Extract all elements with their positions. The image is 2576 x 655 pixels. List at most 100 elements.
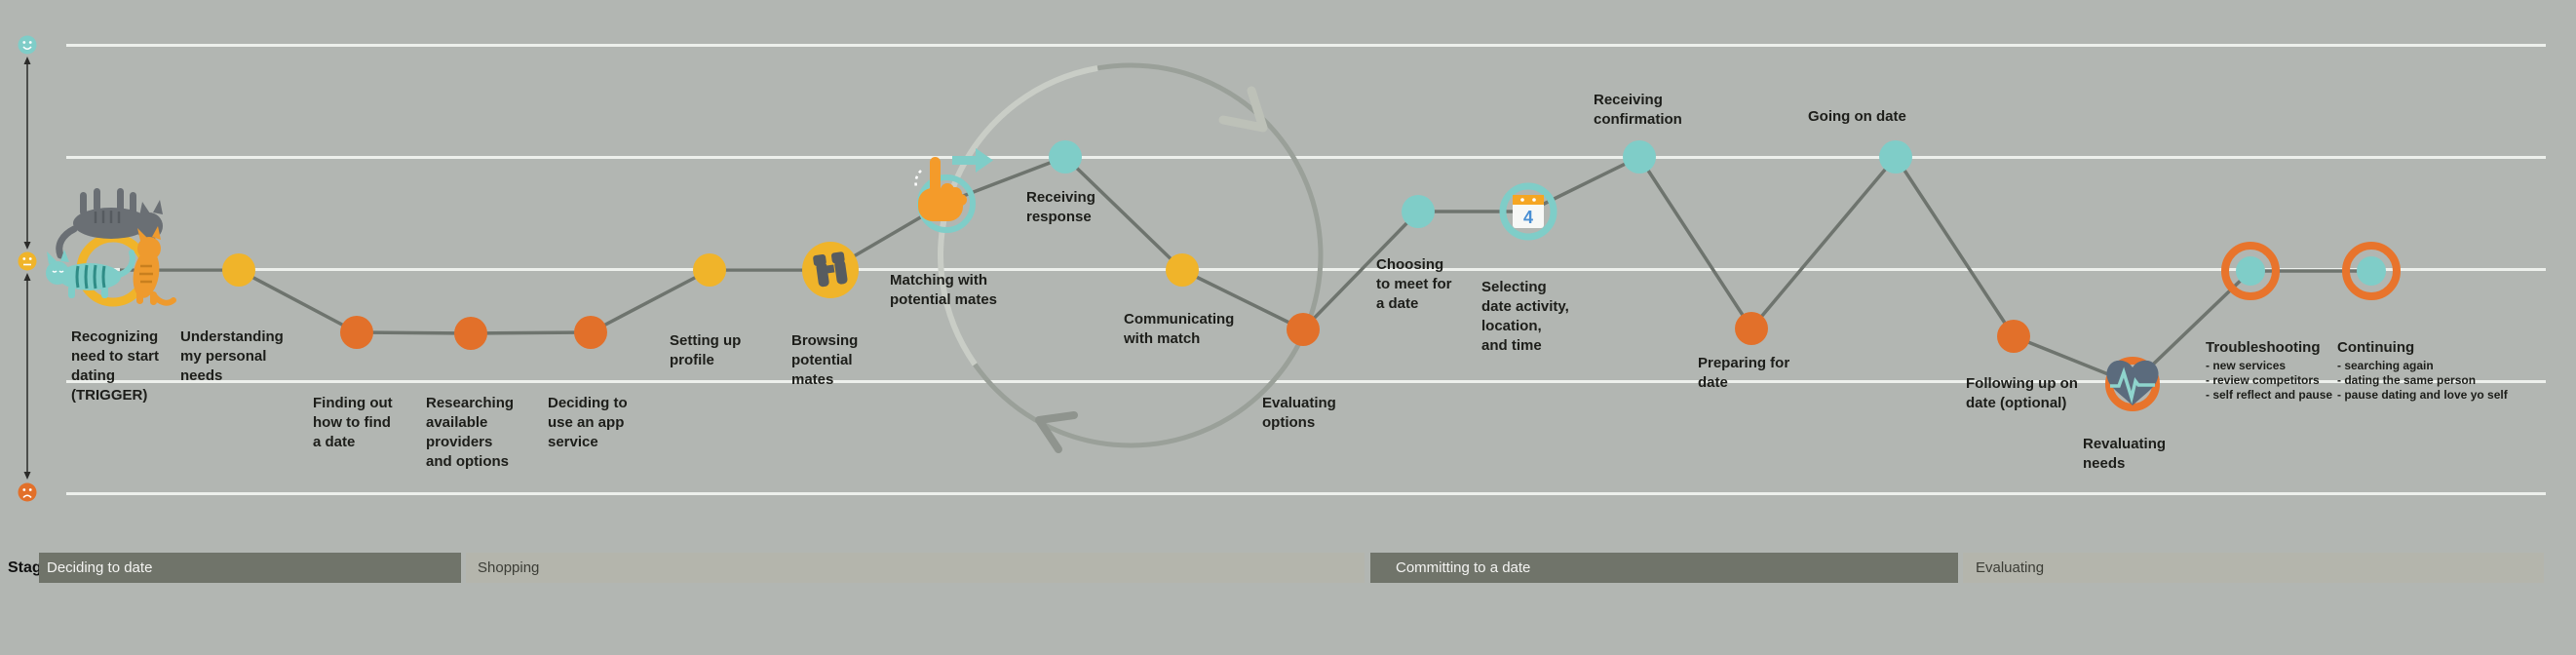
journey-node-going-on-date: [1879, 140, 1912, 173]
step-label-line: date activity,: [1481, 298, 1569, 315]
step-bullet-line: - new services: [2206, 359, 2287, 372]
step-label-line: Following up on: [1966, 375, 2078, 392]
step-label-line: needs: [180, 367, 223, 384]
calendar-day-number: 4: [1523, 208, 1533, 227]
gridline-0: [66, 43, 2546, 47]
step-label-line: Browsing: [791, 332, 859, 349]
step-label-matching: Matching with potential mates: [890, 271, 997, 310]
step-label-line: Going on date: [1808, 108, 1906, 125]
step-label-line: options: [1262, 414, 1316, 431]
step-label-line: how to find: [313, 414, 391, 431]
gridline-3: [66, 379, 2546, 383]
step-label-line: confirmation: [1594, 111, 1682, 128]
step-label-line: potential: [791, 352, 853, 368]
step-bullets-continuing: - searching again- dating the same perso…: [2337, 359, 2508, 403]
step-label-line: Preparing for: [1698, 355, 1790, 371]
journey-node-receiving-response: [1049, 140, 1082, 173]
journey-node-choosing: [1402, 195, 1435, 228]
step-label-line: Revaluating: [2083, 436, 2167, 452]
journey-node-understanding: [222, 253, 255, 287]
step-label-line: service: [548, 434, 598, 450]
step-label-evaluating-options: Evaluating options: [1262, 394, 1336, 433]
step-label-following-up: Following up on date (optional): [1966, 374, 2078, 413]
tap-hand-swipe-right-icon: [892, 141, 1001, 251]
step-label-communicating: Communicating with match: [1124, 310, 1234, 349]
step-label-line: Troubleshooting: [2206, 339, 2321, 356]
step-label-deciding: Deciding to use an app service: [548, 394, 628, 452]
journey-node-preparing: [1735, 312, 1768, 345]
step-label-line: my personal: [180, 348, 267, 365]
gridline-2: [66, 267, 2546, 271]
step-label-line: Researching: [426, 395, 515, 411]
smiley-happy-icon: [18, 35, 37, 55]
step-label-line: need to start: [71, 348, 160, 365]
gridline-4: [66, 491, 2546, 495]
step-label-going-on-date: Going on date: [1808, 107, 1906, 127]
step-label-line: Communicating: [1124, 311, 1235, 328]
step-label-setting-up-profile: Setting up profile: [670, 331, 741, 370]
journey-node-communicating: [1166, 253, 1199, 287]
step-bullet-line: - review competitors: [2206, 373, 2320, 387]
step-label-line: and time: [1481, 337, 1542, 354]
journey-node-following-up: [1997, 320, 2030, 353]
loop-light-arc: [938, 65, 1098, 366]
step-label-line: and options: [426, 453, 509, 470]
step-label-line: mates: [791, 371, 834, 388]
step-label-line: available: [426, 414, 488, 431]
journey-node-finding: [340, 316, 373, 349]
loop-arrow-top-icon: [1218, 86, 1268, 133]
step-label-line: Setting up: [670, 332, 742, 349]
journey-node-troubleshooting: [2221, 242, 2280, 300]
step-bullets-troubleshooting: - new services- review competitors- self…: [2206, 359, 2332, 403]
stage-segment-committing-to-a-date: Committing to a date: [1370, 553, 1958, 583]
step-label-line: (TRIGGER): [71, 387, 148, 404]
step-label-line: date (optional): [1966, 395, 2067, 411]
step-label-line: Selecting: [1481, 279, 1547, 295]
emotion-axis-arrow-1: [23, 273, 31, 480]
step-label-preparing: Preparing for date: [1698, 354, 1789, 393]
journey-node-evaluating-options: [1287, 313, 1320, 346]
step-label-line: Continuing: [2337, 339, 2415, 356]
step-bullet-line: - pause dating and love yo self: [2337, 388, 2508, 402]
step-label-line: needs: [2083, 455, 2126, 472]
step-label-revaluating-needs: Revaluating needs: [2083, 435, 2166, 474]
step-label-line: Matching with: [890, 272, 987, 289]
step-label-line: Deciding to: [548, 395, 628, 411]
step-label-line: profile: [670, 352, 714, 368]
step-label-line: a date: [1376, 295, 1419, 312]
step-label-line: potential mates: [890, 291, 998, 308]
step-label-line: use an app: [548, 414, 625, 431]
step-label-line: Finding out: [313, 395, 393, 411]
step-label-troubleshooting: Troubleshooting: [2206, 338, 2321, 358]
step-label-line: to meet for: [1376, 276, 1452, 292]
step-label-line: Receiving: [1594, 92, 1663, 108]
step-label-line: Evaluating: [1262, 395, 1336, 411]
step-label-line: with match: [1124, 330, 1201, 347]
journey-node-deciding: [574, 316, 607, 349]
journey-node-continuing: [2342, 242, 2401, 300]
step-label-line: date: [1698, 374, 1728, 391]
step-label-browsing: Browsing potential mates: [791, 331, 858, 390]
step-label-line: response: [1026, 209, 1092, 225]
step-label-line: Choosing: [1376, 256, 1444, 273]
journey-node-researching: [454, 317, 487, 350]
journey-node-receiving-confirmation: [1623, 140, 1656, 173]
step-bullet-line: - self reflect and pause: [2206, 388, 2333, 402]
gridline-1: [66, 155, 2546, 159]
stage-segment-deciding-to-date: Deciding to date: [39, 553, 461, 583]
step-label-researching: Researching available providers and options: [426, 394, 514, 472]
step-label-line: providers: [426, 434, 493, 450]
step-bullet-line: - searching again: [2337, 359, 2434, 372]
step-bullet-line: - dating the same person: [2337, 373, 2477, 387]
stage-segment-shopping: Shopping: [466, 553, 1365, 583]
calendar-icon: 4: [1499, 182, 1557, 246]
